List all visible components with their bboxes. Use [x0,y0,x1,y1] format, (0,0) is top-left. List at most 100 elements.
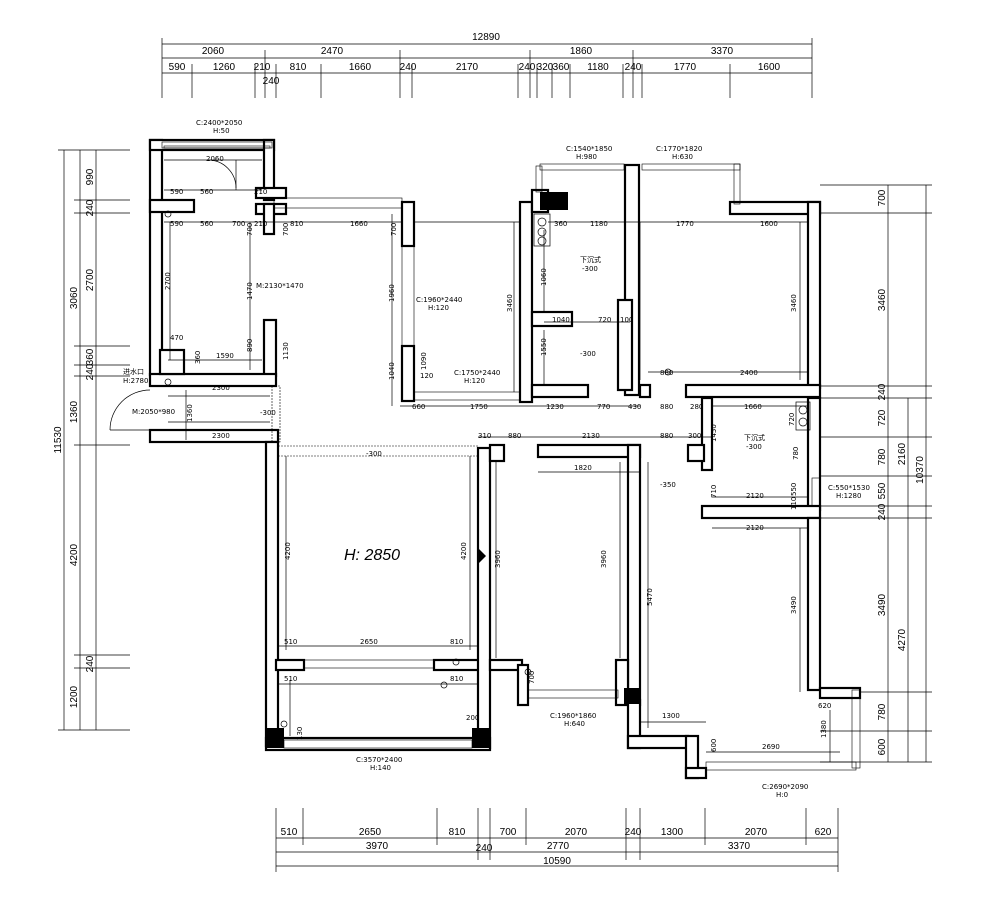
dim-top-2170: 2170 [456,62,479,73]
dim-right-2160: 2160 [897,442,908,465]
left-dimension-chain: 11530 3060 1360 4200 1200 990 240 2700 3… [53,149,130,731]
rd-2060: 2060 [206,155,224,163]
rd-590b: 590 [170,220,183,228]
dim-top-total: 12890 [472,32,500,43]
dim-bot-510: 510 [281,827,298,838]
rd-360: 360 [194,351,202,364]
label-c1960-2440: C:1960*2440 [416,296,462,304]
rd-2300a: 2300 [212,384,230,392]
rd-2120b: 2120 [746,524,764,532]
rd-620: 620 [818,702,831,710]
rd-1130: 1130 [282,342,290,360]
label-water-inlet: 进水口 [123,367,144,376]
rd-1550: 1550 [540,338,548,356]
rd-4200a: 4200 [284,542,292,560]
dim-bot-2650: 2650 [359,827,382,838]
rd-1040a: 1040 [388,362,396,380]
rd-880b: 880 [660,403,673,411]
dim-top-1600: 1600 [758,62,781,73]
label-c2690-h: H:0 [776,791,788,799]
label-c550-h: H:1280 [836,492,861,500]
rd-710: 710 [710,485,718,498]
dim-left-360: 360 [85,348,96,365]
rd-1180: 1180 [590,220,608,228]
rd-310: 310 [478,432,491,440]
label-m2050: M:2050*980 [132,408,175,416]
label-c1540: C:1540*1850 [566,145,612,153]
rd-700v3: 700 [390,223,398,236]
rd-2130: 2130 [582,432,600,440]
rd-210b: 210 [254,220,267,228]
label-c1960-1860: C:1960*1860 [550,712,596,720]
rd-1750: 1750 [470,403,488,411]
rd-2300b: 2300 [212,432,230,440]
rd-510b: 510 [284,675,297,683]
dim-left-240c: 240 [85,655,96,672]
dim-right-720: 720 [877,409,888,426]
rd-780: 780 [792,447,800,460]
label-c1960-1860-h: H:640 [564,720,585,728]
rd-2650: 2650 [360,638,378,646]
label-sunken-1: 下沉式 [580,255,601,264]
rd-560b: 560 [200,220,213,228]
dim-right-780b: 780 [877,703,888,720]
rd-470: 470 [170,334,183,342]
rd-1090: 1090 [420,352,428,370]
rd-1040b: 1040 [552,316,570,324]
label-minus350: -350 [660,481,676,489]
dim-bot-2770: 2770 [547,841,570,852]
interior-dim-lines [164,159,840,762]
ceiling-height-label: H: 2850 [344,547,400,564]
rd-880a: 880 [660,369,673,377]
bottom-dimension-chain: 510 2650 810 700 2070 240 1300 2070 620 … [275,808,839,872]
dim-top-3370: 3370 [711,46,734,57]
rd-210a: 210 [254,188,267,196]
dim-bot-2070b: 2070 [745,827,768,838]
dim-bot-700: 700 [500,827,517,838]
label-m2130: M:2130*1470 [256,282,304,290]
rd-600: 600 [710,739,718,752]
rd-3460b: 3460 [790,294,798,312]
top-dimension-chain: 12890 2060 2470 1860 3370 590 1260 210 8… [161,32,813,98]
rd-810c: 810 [450,675,463,683]
rd-700a: 700 [232,220,245,228]
dim-bot-3370: 3370 [728,841,751,852]
room-dimensions: 2060 590 560 210 590 560 700 210 810 166… [164,155,831,752]
rd-1770: 1770 [676,220,694,228]
rd-130: 130 [296,727,304,740]
dim-right-3460: 3460 [877,288,888,311]
dim-bot-240: 240 [625,827,642,838]
dim-left-2700: 2700 [85,268,96,291]
right-dimension-chain: 10370 2160 4270 700 3460 240 720 780 550… [820,184,932,763]
rd-3960b: 3960 [600,550,608,568]
label-c2690: C:2690*2090 [762,783,808,791]
columns [266,192,640,748]
label-sunken-2: 下沉式 [744,433,765,442]
dim-right-240b: 240 [877,503,888,520]
opening-labels: C:2400*2050 H:50 C:1540*1850 H:980 C:177… [123,119,870,799]
label-minus300-left: -300 [260,409,276,417]
fixtures [164,210,811,728]
rd-280: 280 [690,403,703,411]
rd-560a: 560 [200,188,213,196]
dim-top-2060: 2060 [202,46,225,57]
label-c3570-h: H:140 [370,764,391,772]
dim-top-320: 320 [537,62,554,73]
rd-1590: 1590 [216,352,234,360]
label-c1750-h: H:120 [464,377,485,385]
rd-770: 770 [597,403,610,411]
label-c1540-h: H:980 [576,153,597,161]
dim-right-240a: 240 [877,383,888,400]
rd-3490: 3490 [790,596,798,614]
dim-left-240b: 240 [85,363,96,380]
rd-1820: 1820 [574,464,592,472]
rd-2120a: 2120 [746,492,764,500]
rd-1380: 1380 [820,720,828,738]
label-c2400-h: H:50 [213,127,230,135]
rd-360b: 360 [554,220,567,228]
rd-1470: 1470 [246,282,254,300]
dim-top-2470: 2470 [321,46,344,57]
dim-bot-total: 10590 [543,856,571,867]
rd-5470: 5470 [646,588,654,606]
